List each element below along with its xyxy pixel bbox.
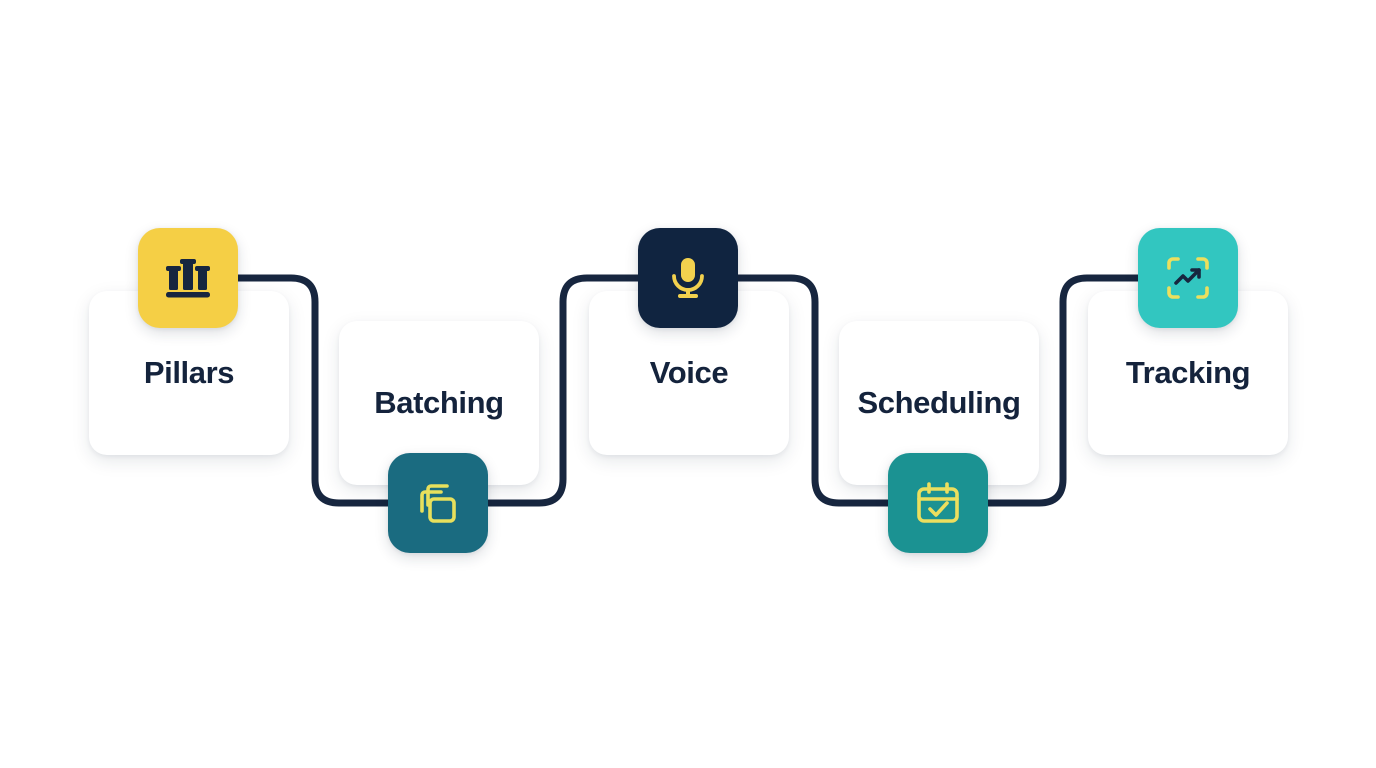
copy-layers-icon[interactable] [388, 453, 488, 553]
node-label-batching: Batching [374, 385, 504, 420]
pillars-icon[interactable] [138, 228, 238, 328]
node-label-voice: Voice [649, 355, 729, 390]
calendar-check-glyph [917, 482, 959, 523]
trend-scan-icon[interactable] [1138, 228, 1238, 328]
node-label-pillars: Pillars [143, 355, 235, 390]
pillars-glyph [166, 259, 210, 298]
copy-layers-glyph [420, 484, 456, 523]
node-label-tracking: Tracking [1125, 355, 1251, 390]
trend-scan-glyph [1167, 257, 1209, 299]
microphone-icon[interactable] [638, 228, 738, 328]
calendar-check-icon[interactable] [888, 453, 988, 553]
microphone-glyph [672, 258, 704, 298]
node-label-scheduling: Scheduling [857, 385, 1021, 420]
